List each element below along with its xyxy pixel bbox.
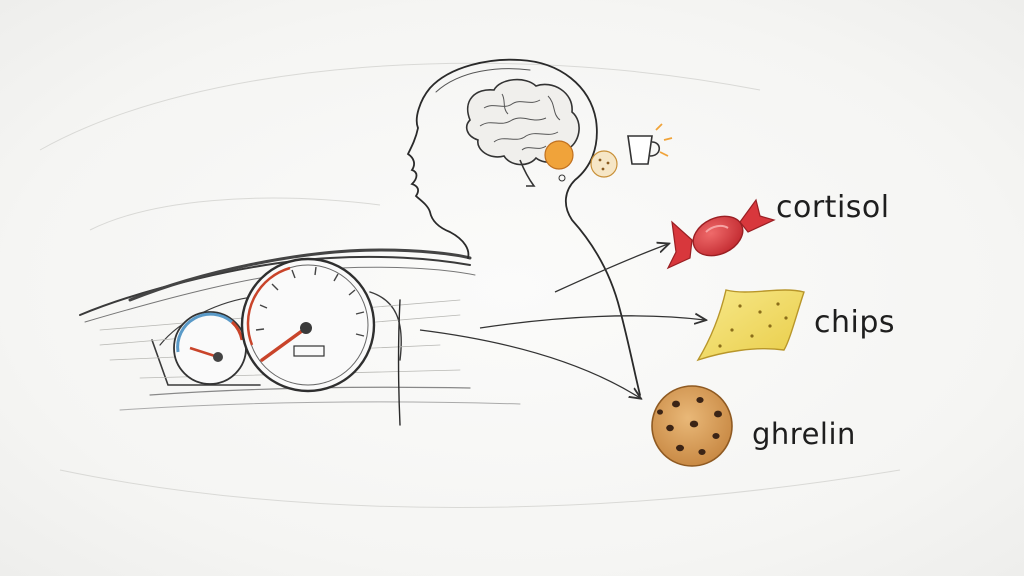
cookie-icon — [651, 385, 733, 467]
label-chips: chips — [814, 305, 896, 340]
wrapped-candy-icon — [666, 198, 776, 270]
hypothalamus-gland — [544, 140, 574, 170]
small-cookie-icon — [590, 150, 618, 178]
speedometer — [240, 257, 376, 393]
speedometer-needle — [260, 326, 308, 362]
fuel-gauge — [173, 311, 247, 385]
arrows — [419, 244, 705, 398]
chip-icon — [696, 289, 805, 362]
background-sketch — [39, 62, 901, 508]
arrow-to-chips — [479, 316, 705, 329]
coffee-cup-icon — [627, 123, 673, 165]
label-cortisol: cortisol — [776, 190, 890, 225]
arrow-to-cookie — [419, 329, 640, 398]
human-head-silhouette — [397, 58, 641, 426]
brain-icon — [465, 78, 580, 187]
speedometer-ticks — [255, 266, 365, 337]
label-ghrelin: ghrelin — [752, 417, 856, 451]
arrow-to-candy — [554, 244, 668, 293]
odometer-box — [293, 345, 325, 357]
